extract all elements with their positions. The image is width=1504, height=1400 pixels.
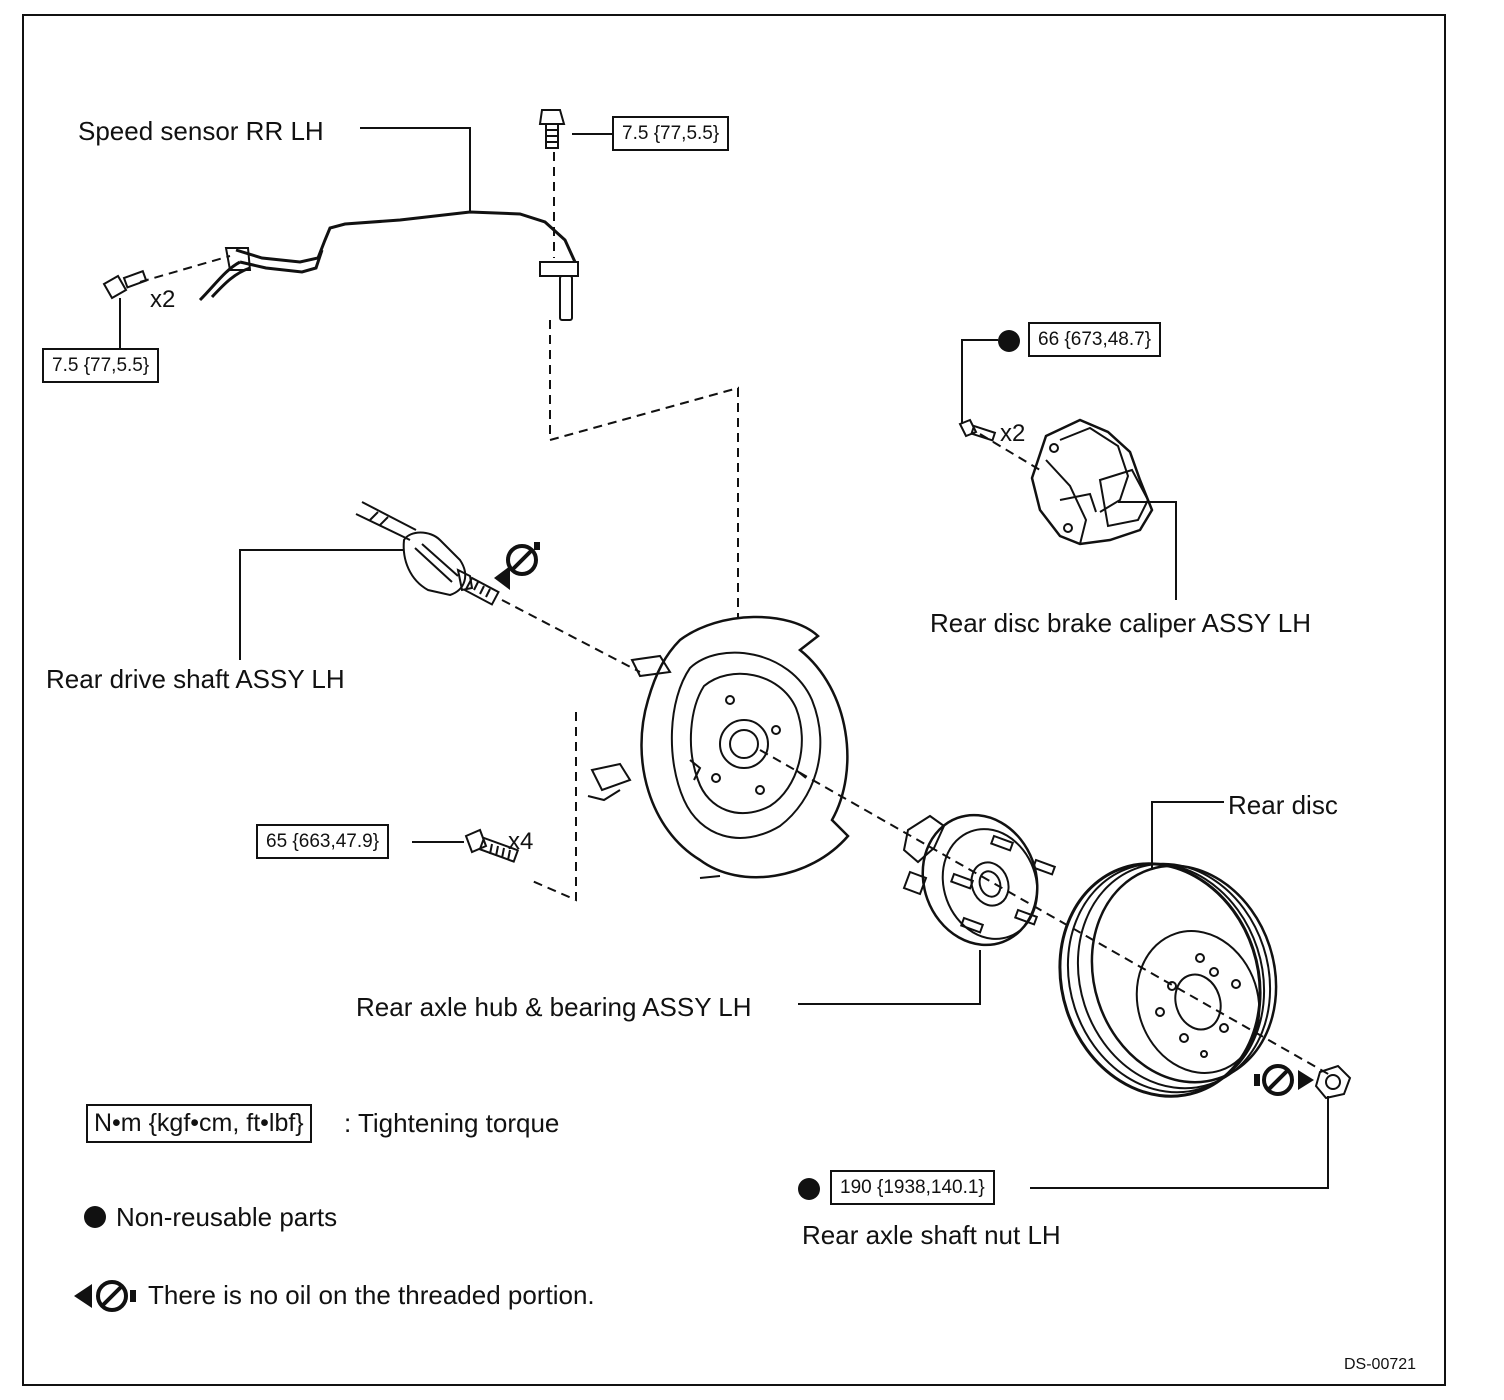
- label-rear-disc: Rear disc: [1228, 790, 1338, 820]
- leader-caliper: [1118, 501, 1177, 600]
- qty-sensor-bolts: x2: [150, 286, 176, 313]
- torque-hub-bolts: 65 {663,47.9}: [256, 824, 390, 859]
- no-oil-symbol-drive-shaft: [494, 542, 540, 590]
- label-speed-sensor: Speed sensor RR LH: [78, 116, 324, 146]
- diagram-frame: [22, 14, 1446, 1386]
- speed-sensor-cable: [198, 210, 579, 321]
- non-reusable-dot-caliper: [998, 330, 1020, 352]
- qty-hub-bolts: x4: [508, 828, 534, 855]
- legend-no-oil: There is no oil on the threaded portion.: [148, 1280, 595, 1310]
- leader-drive-shaft: [239, 549, 404, 660]
- label-caliper: Rear disc brake caliper ASSY LH: [930, 608, 1312, 638]
- caliper-bolt: [958, 418, 997, 442]
- legend-unit-box: N•m {kgf•cm, ft•lbf}: [86, 1104, 312, 1143]
- brake-caliper: [1030, 418, 1154, 546]
- legend-non-reusable: Non-reusable parts: [116, 1202, 338, 1232]
- hub-bolt: [464, 828, 520, 863]
- leader-caliper-torque: [961, 339, 998, 424]
- assembly-guides: [139, 152, 1331, 1076]
- no-oil-symbol-axle-nut: [1254, 1064, 1314, 1096]
- label-drive-shaft: Rear drive shaft ASSY LH: [46, 664, 345, 694]
- leader-axle-nut: [1030, 1096, 1329, 1189]
- legend-unit-desc: : Tightening torque: [344, 1108, 560, 1138]
- axle-nut: [1314, 1064, 1352, 1100]
- no-oil-symbol-legend: [74, 1280, 136, 1312]
- non-reusable-dot-axle-nut: [798, 1178, 820, 1200]
- leader-rear-disc: [1151, 801, 1224, 870]
- leader-speed-sensor: [360, 127, 471, 212]
- rear-disc-rotor: [1058, 862, 1278, 1098]
- torque-sensor-left: 7.5 {77,5.5}: [42, 348, 160, 383]
- sensor-bolt-left: [102, 269, 148, 300]
- leader-hub-bearing: [798, 950, 981, 1005]
- torque-axle-nut: 190 {1938,140.1}: [830, 1170, 995, 1205]
- label-axle-nut: Rear axle shaft nut LH: [802, 1220, 1061, 1250]
- drive-shaft: [355, 501, 500, 606]
- label-hub-bearing: Rear axle hub & bearing ASSY LH: [356, 992, 752, 1022]
- hub-bearing-assy: [902, 813, 1057, 947]
- sensor-bolt-top: [538, 109, 566, 149]
- torque-caliper: 66 {673,48.7}: [1028, 322, 1162, 357]
- steering-knuckle-backing-plate: [587, 615, 850, 879]
- legend-non-reusable-dot: [84, 1206, 106, 1228]
- torque-sensor-top: 7.5 {77,5.5}: [612, 116, 730, 151]
- qty-caliper-bolts: x2: [1000, 420, 1026, 447]
- diagram-id: DS-00721: [1344, 1356, 1417, 1373]
